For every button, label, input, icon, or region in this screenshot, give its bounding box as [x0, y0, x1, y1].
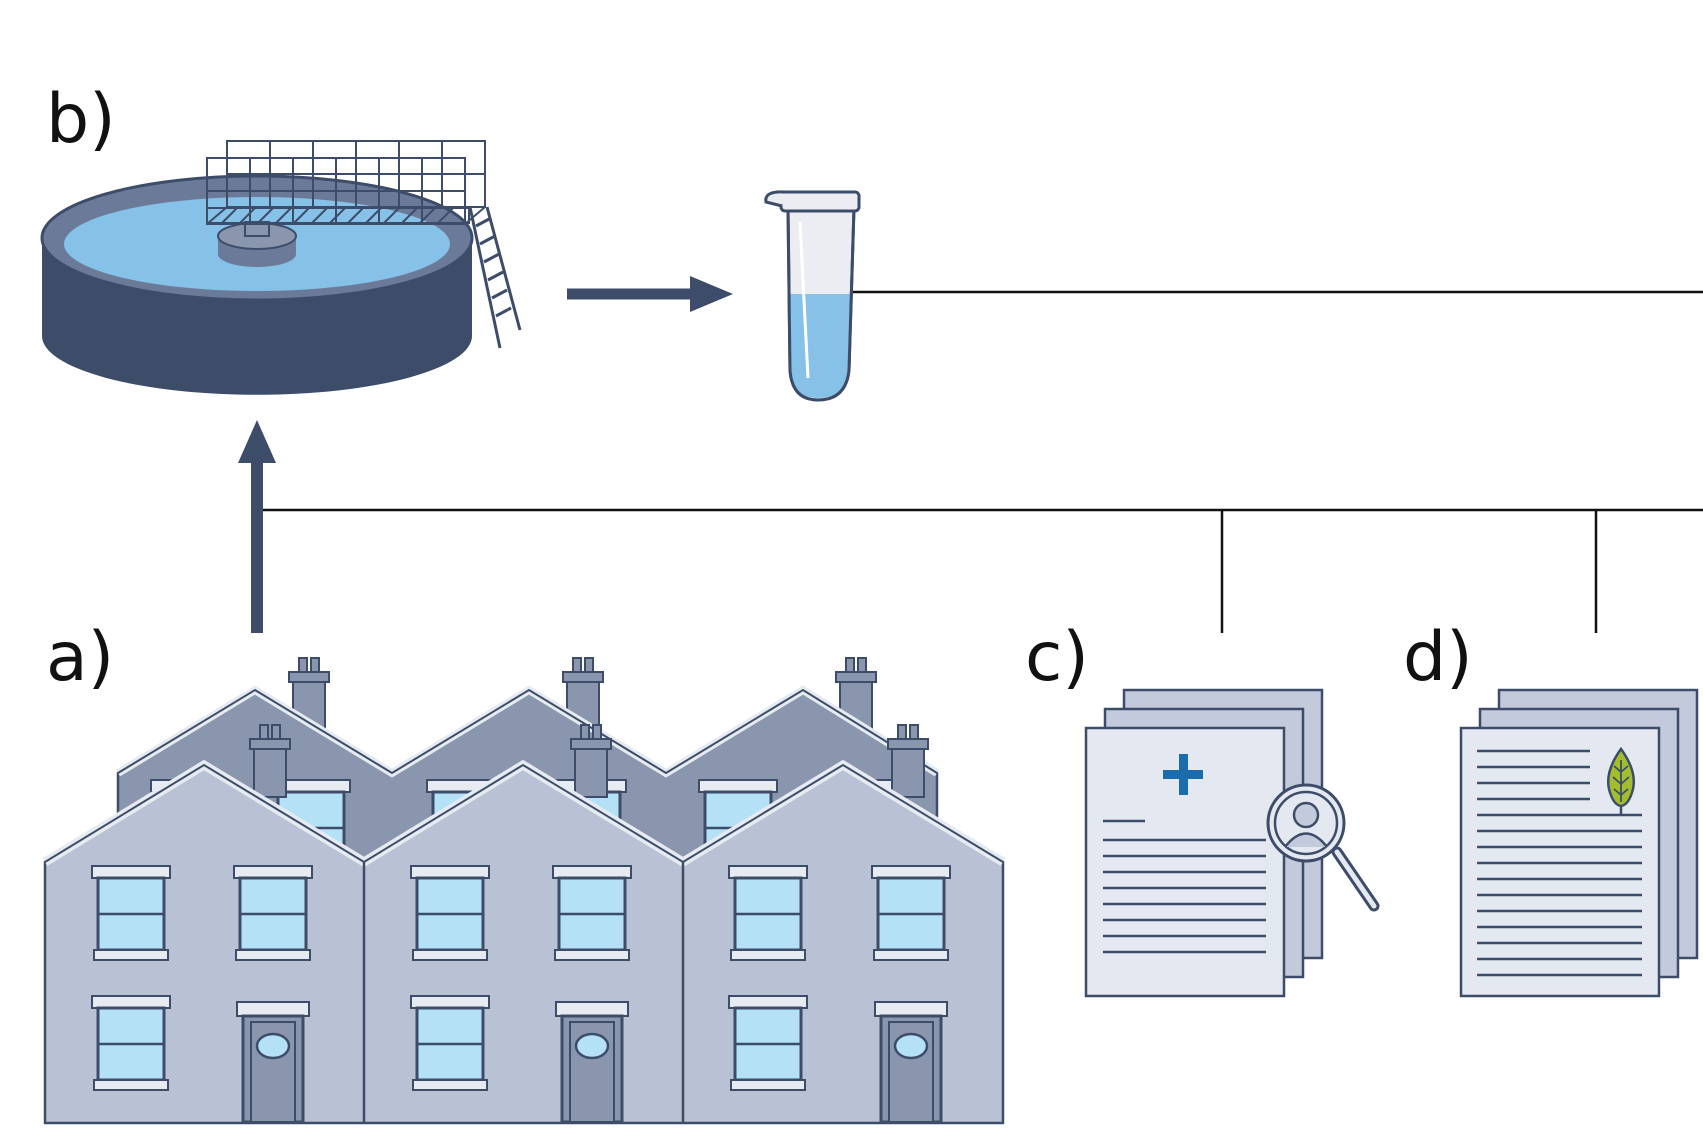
label-d: d): [1403, 618, 1473, 697]
medical-records-icon: [1084, 688, 1380, 998]
label-a: a): [46, 618, 114, 697]
magnifier-person-icon: [1266, 783, 1380, 912]
arrow-up: [238, 420, 276, 633]
label-b: b): [46, 80, 116, 159]
leaf-icon: [1607, 746, 1635, 814]
sample-tube-icon: [764, 190, 861, 402]
arrow-right: [567, 276, 733, 312]
environmental-records-icon: [1459, 688, 1699, 998]
front-row-houses: [42, 759, 1006, 1125]
wastewater-treatment-tank-icon: [40, 140, 522, 395]
label-c: c): [1025, 618, 1089, 697]
connector-lines: [263, 290, 1703, 633]
medical-cross-icon: [1163, 754, 1203, 795]
terraced-houses-icon: [42, 657, 1006, 1125]
